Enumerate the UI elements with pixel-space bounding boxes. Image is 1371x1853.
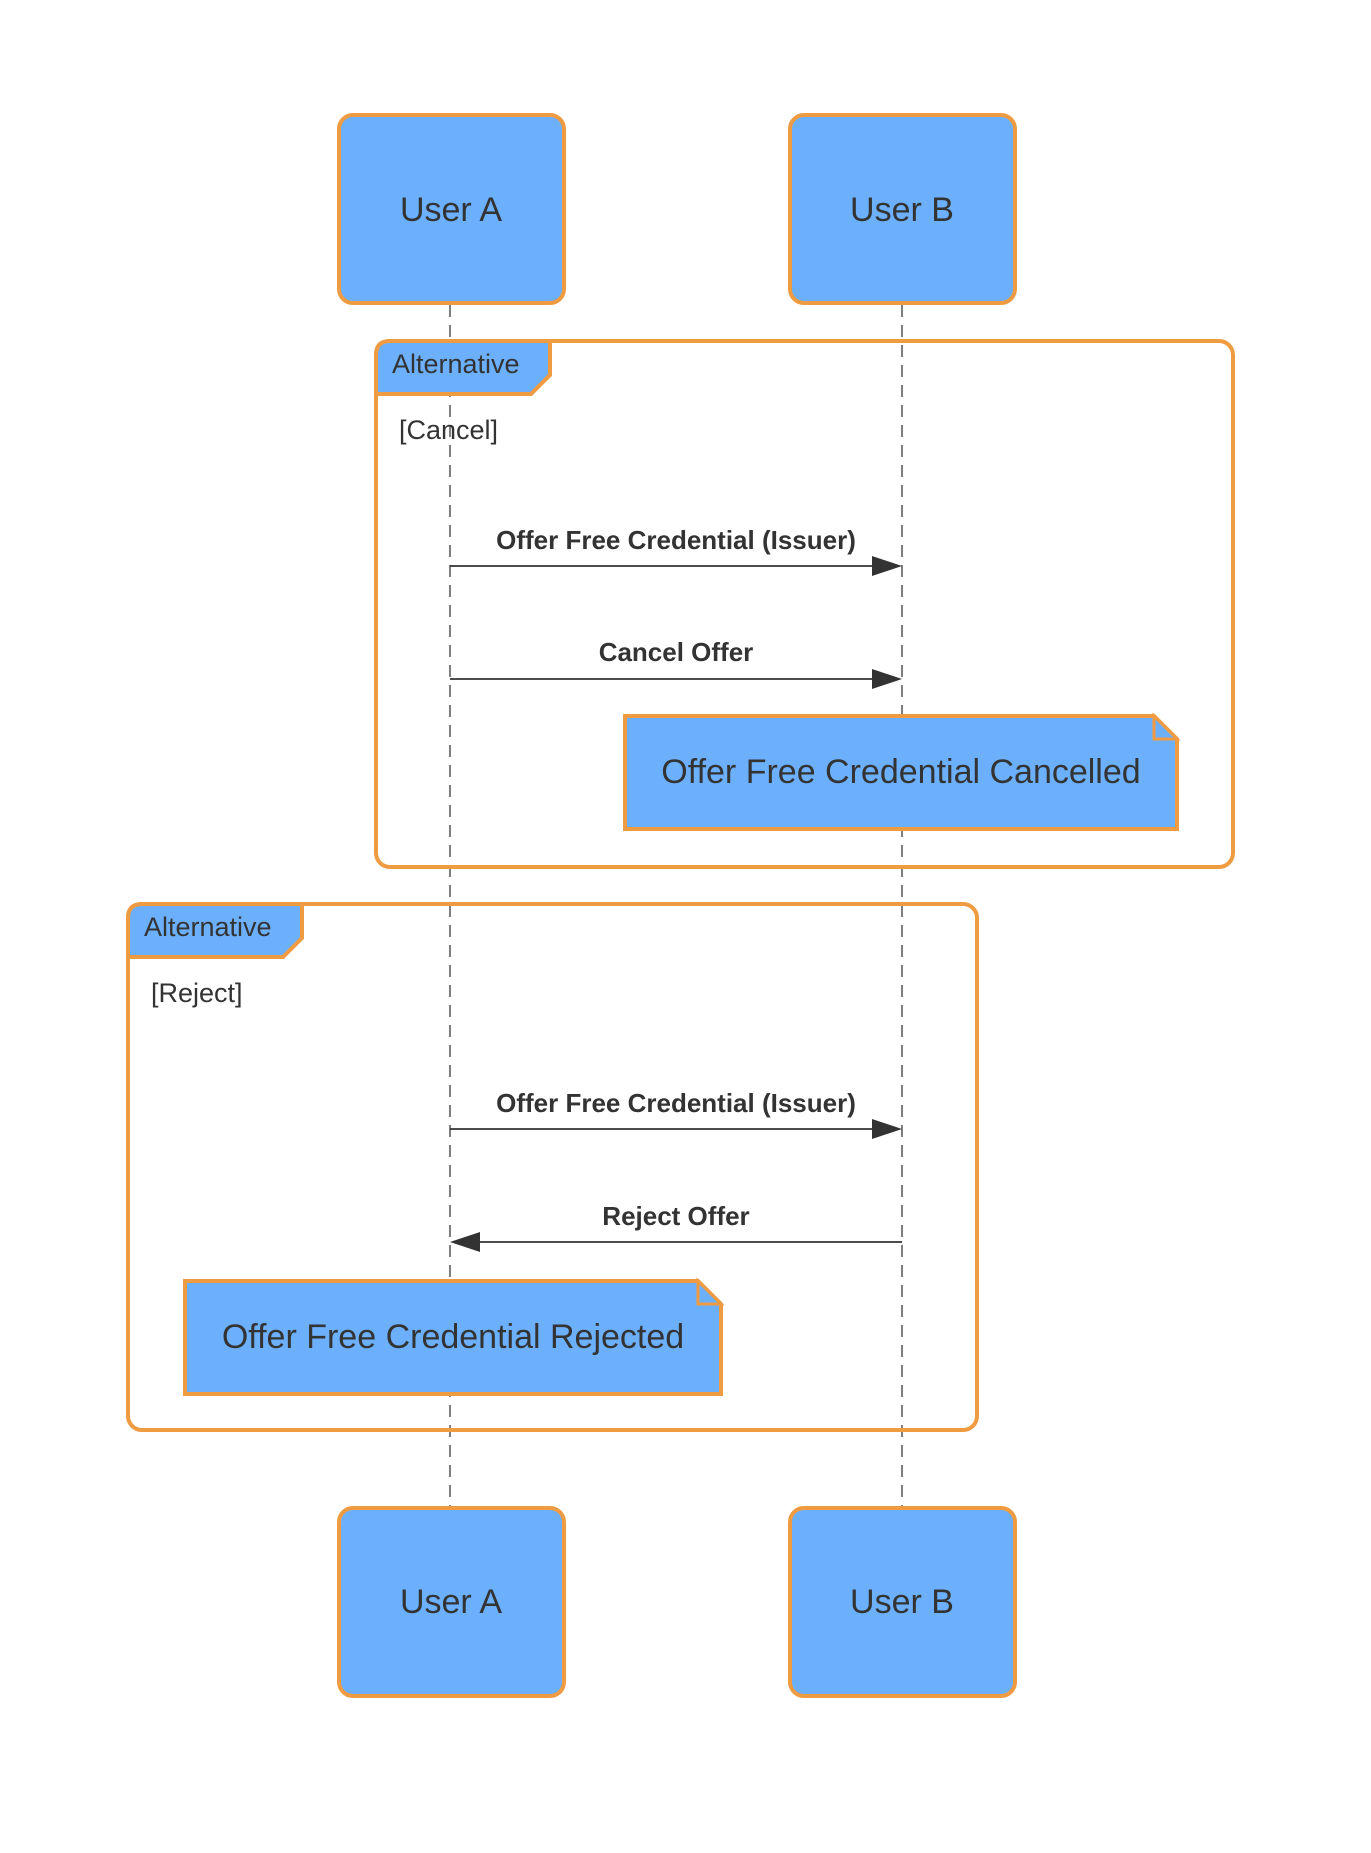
actor-user-b-bottom[interactable]: User B (788, 1506, 1017, 1698)
actor-user-a-bottom[interactable]: User A (337, 1506, 566, 1698)
actor-user-b-bottom-label: User B (850, 1583, 954, 1621)
arrowhead-right (872, 1119, 902, 1139)
alt-guard-reject: [Reject] (151, 978, 243, 1008)
note-fold-corner (1152, 712, 1181, 741)
message-offer-free-credential-1-label: Offer Free Credential (Issuer) (496, 525, 856, 555)
message-offer-free-credential-2-label: Offer Free Credential (Issuer) (496, 1088, 856, 1118)
alt-frame-cancel-tab (374, 339, 552, 396)
message-offer-free-credential-2[interactable]: Offer Free Credential (Issuer) (450, 1088, 902, 1139)
note-offer-rejected[interactable]: Offer Free Credential Rejected (183, 1277, 725, 1396)
alt-guard-cancel: [Cancel] (399, 415, 498, 445)
message-cancel-offer[interactable]: Cancel Offer (450, 637, 902, 689)
alt-frame-cancel-type: Alternative (392, 349, 520, 379)
note-offer-cancelled[interactable]: Offer Free Credential Cancelled (623, 712, 1181, 831)
alt-frame-cancel (374, 339, 1235, 869)
arrowhead-right (872, 556, 902, 576)
actor-user-a-top-label: User A (400, 191, 502, 229)
message-reject-offer[interactable]: Reject Offer (450, 1201, 902, 1252)
message-offer-free-credential-1[interactable]: Offer Free Credential (Issuer) (450, 525, 902, 576)
alt-frame-reject (126, 902, 979, 1432)
note-fold-corner (696, 1277, 725, 1306)
actor-user-a-bottom-label: User A (400, 1583, 502, 1621)
actor-user-b-top-label: User B (850, 191, 954, 229)
alt-fragment-reject[interactable]: Alternative [Reject] Offer Free Credenti… (126, 902, 979, 1432)
arrowhead-right (872, 669, 902, 689)
alt-frame-reject-tab (126, 902, 304, 959)
actor-user-b-top[interactable]: User B (788, 113, 1017, 305)
message-reject-offer-label: Reject Offer (602, 1201, 749, 1231)
arrowhead-left (450, 1232, 480, 1252)
message-cancel-offer-label: Cancel Offer (599, 637, 754, 667)
note-offer-cancelled-label: Offer Free Credential Cancelled (661, 753, 1140, 791)
actor-user-a-top[interactable]: User A (337, 113, 566, 305)
alt-frame-reject-type: Alternative (144, 912, 272, 942)
alt-fragment-cancel[interactable]: Alternative [Cancel] Offer Free Credenti… (374, 339, 1235, 869)
note-offer-rejected-label: Offer Free Credential Rejected (222, 1318, 684, 1356)
